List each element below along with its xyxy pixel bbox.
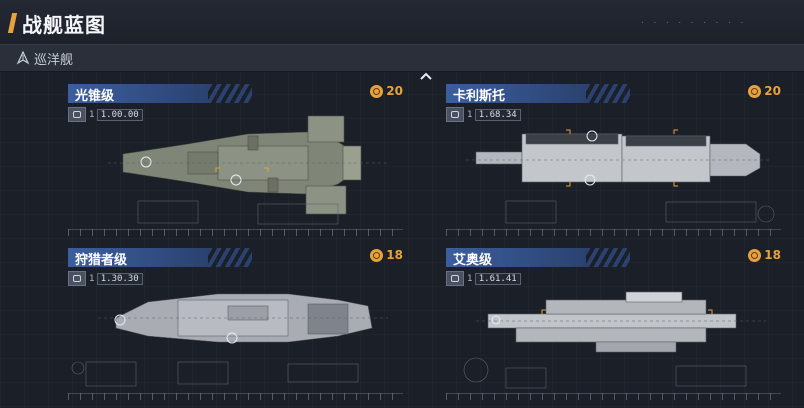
- ship-name: 光锥级: [75, 89, 115, 104]
- ship-name-bar: 狩猎者级: [68, 248, 252, 268]
- blueprint-ruler: [68, 229, 403, 236]
- blueprint-icon: [446, 271, 464, 286]
- ship-cost-value: 18: [386, 248, 403, 262]
- ship-level: 1: [89, 273, 95, 284]
- ship-cost-value: 18: [764, 248, 781, 262]
- coin-icon: [748, 248, 762, 262]
- coin-icon: [370, 84, 384, 98]
- ship-cost: 18: [370, 248, 403, 262]
- ship-level: 1: [89, 109, 95, 120]
- blueprint-icon: [68, 271, 86, 286]
- ship-blueprint-guangzhui: [108, 115, 388, 225]
- blueprint-ruler: [68, 393, 403, 400]
- blueprint-ruler: [446, 229, 781, 236]
- ship-level: 1: [467, 109, 473, 120]
- ship-level: 1: [467, 273, 473, 284]
- ship-stat-value: 1.30.30: [96, 272, 143, 285]
- ship-stat-value: 1.61.41: [474, 272, 521, 285]
- ship-cost-value: 20: [764, 84, 781, 98]
- ship-card-guangzhui[interactable]: 光锥级 1 1.00.00 20: [68, 84, 403, 236]
- cruiser-icon: [16, 51, 30, 65]
- ship-stat: 1 1.30.30: [68, 271, 143, 286]
- ship-stat-value: 1.00.00: [96, 108, 143, 121]
- top-bar: 战舰蓝图 · · · · · · · · ·: [0, 0, 804, 44]
- chevron-up-icon[interactable]: [418, 70, 434, 82]
- coin-icon: [748, 84, 762, 98]
- category-bar[interactable]: 巡洋舰: [0, 44, 804, 72]
- ship-card-hunter[interactable]: 狩猎者级 1 1.30.30 18: [68, 248, 403, 400]
- header-decoration: · · · · · · · · ·: [640, 19, 746, 27]
- ship-cost-value: 20: [386, 84, 403, 98]
- ship-name-bar: 卡利斯托: [446, 84, 630, 104]
- ship-cost: 20: [748, 84, 781, 98]
- coin-icon: [370, 248, 384, 262]
- ship-card-io[interactable]: 艾奥级 1 1.61.41 18: [446, 248, 781, 400]
- ship-stat: 1 1.61.41: [446, 271, 521, 286]
- ship-stat: 1 1.00.00: [68, 107, 143, 122]
- title-accent-bar: [7, 13, 18, 33]
- page-title: 战舰蓝图: [22, 13, 106, 37]
- category-label: 巡洋舰: [34, 53, 74, 68]
- ship-cost: 18: [748, 248, 781, 262]
- blueprint-ruler: [446, 393, 781, 400]
- blueprint-icon: [68, 107, 86, 122]
- ship-card-callisto[interactable]: 卡利斯托 1 1.68.34 20: [446, 84, 781, 236]
- ship-blueprint-io: [463, 291, 766, 389]
- ship-stat-value: 1.68.34: [474, 108, 521, 121]
- ship-name: 狩猎者级: [75, 253, 128, 268]
- blueprint-icon: [446, 107, 464, 122]
- ship-name-bar: 艾奥级: [446, 248, 630, 268]
- ship-blueprint-hunter: [71, 293, 388, 387]
- ship-stat: 1 1.68.34: [446, 107, 521, 122]
- ship-name: 卡利斯托: [453, 89, 506, 104]
- ship-cost: 20: [370, 84, 403, 98]
- ship-name: 艾奥级: [453, 253, 493, 268]
- ship-blueprint-callisto: [466, 129, 775, 224]
- ship-name-bar: 光锥级: [68, 84, 252, 104]
